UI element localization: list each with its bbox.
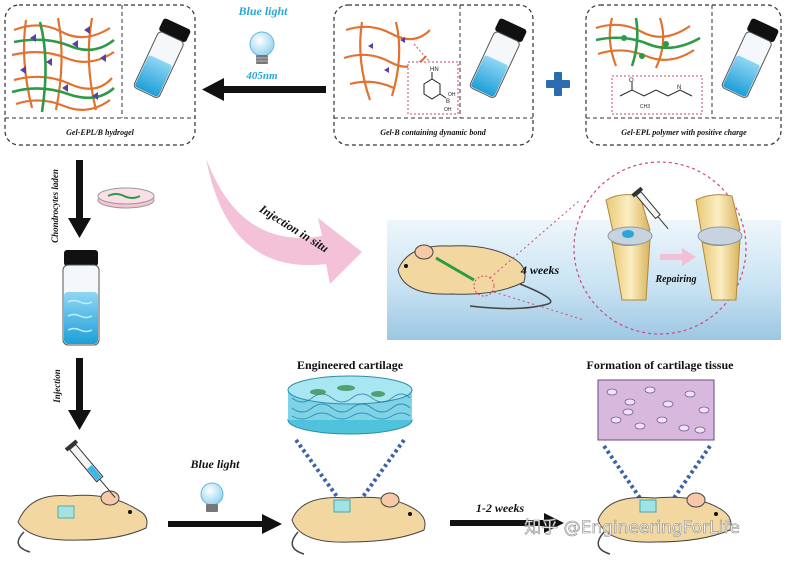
struct-label-oh1: OH — [448, 92, 456, 98]
tissue-image — [597, 379, 715, 441]
zoom-lines-formation — [602, 444, 712, 500]
gelepl-network — [595, 17, 701, 69]
hydrogel-crosslinks — [20, 26, 106, 100]
mouse-insitu — [397, 244, 552, 310]
epl-structure-box — [611, 75, 703, 115]
plus-icon — [546, 72, 570, 96]
boronic-structure-box — [407, 61, 459, 115]
knee-zoom-circle — [573, 161, 747, 335]
injection-label: Injection — [52, 369, 62, 404]
light-bulb-top-icon — [249, 31, 275, 64]
watermark: 知乎 @EngineeringForLife — [524, 518, 740, 538]
struct-label-b: B — [446, 99, 450, 105]
wavelength-label: 405nm — [245, 70, 278, 82]
struct-label-hn: HN — [430, 67, 439, 73]
formation-label: Formation of cartilage tissue — [587, 358, 735, 372]
boronic-structure — [423, 72, 447, 100]
syringe-icon — [64, 439, 116, 498]
repair-arrow — [660, 248, 696, 266]
gelb-crosslinks — [368, 37, 405, 73]
zoom-line — [413, 43, 431, 63]
one-two-weeks-label: 1-2 weeks — [476, 501, 525, 515]
hydrogel-panel: Gel-EPL/B hydrogel — [4, 4, 196, 146]
down-arrow-2 — [68, 358, 91, 430]
knee-syringe-icon — [631, 186, 669, 230]
gelepl-crosslinks — [621, 35, 669, 59]
four-weeks-label: 4 weeks — [520, 263, 560, 277]
hydrogel-network — [11, 17, 115, 113]
gelb-panel: HN B OH OH Gel-B containing dynamic bond — [333, 4, 534, 146]
down-arrow-1 — [68, 160, 91, 238]
zoom-lines-engineered — [294, 438, 406, 500]
blue-light-bottom-label: Blue light — [189, 457, 240, 471]
struct-label-ch3: CH3 — [640, 104, 650, 110]
gelepl-panel: O N CH3 Gel-EPL polymer with positive ch… — [585, 4, 782, 146]
petri-dish-icon — [97, 187, 155, 209]
struct-label-o: O — [629, 78, 634, 84]
top-arrow — [202, 78, 326, 101]
struct-label-n: N — [677, 85, 681, 91]
gelepl-caption: Gel-EPL polymer with positive charge — [621, 128, 747, 137]
knee-zoom-line-2 — [493, 291, 585, 321]
epl-structure — [619, 82, 693, 97]
cell-vial — [62, 250, 100, 346]
engineered-cartilage-disk — [287, 375, 413, 435]
struct-label-oh2: OH — [444, 107, 452, 113]
mouse-engineered — [291, 492, 426, 555]
repairing-label: Repairing — [654, 274, 696, 285]
gelepl-vial — [721, 18, 779, 98]
insitu-scene: 4 weeks Repairing — [387, 161, 781, 340]
gelb-caption: Gel-B containing dynamic bond — [380, 128, 487, 137]
gelb-vial — [469, 18, 527, 98]
hydrogel-vial — [133, 18, 191, 98]
chondrocytes-label: Chondrocytes laden — [50, 169, 60, 243]
bottom-arrow-1 — [168, 514, 282, 534]
mouse-formation — [597, 492, 732, 555]
engineered-label: Engineered cartilage — [297, 358, 404, 372]
mouse-injection — [17, 439, 148, 553]
knee-after — [695, 194, 743, 301]
knee-before — [605, 186, 669, 301]
blue-light-top-label: Blue light — [237, 4, 288, 18]
light-bulb-bottom-icon — [200, 482, 224, 512]
bottom-arrow-2 — [450, 513, 564, 533]
hydrogel-caption: Gel-EPL/B hydrogel — [66, 128, 135, 137]
injection-insitu-arrow — [206, 158, 362, 284]
